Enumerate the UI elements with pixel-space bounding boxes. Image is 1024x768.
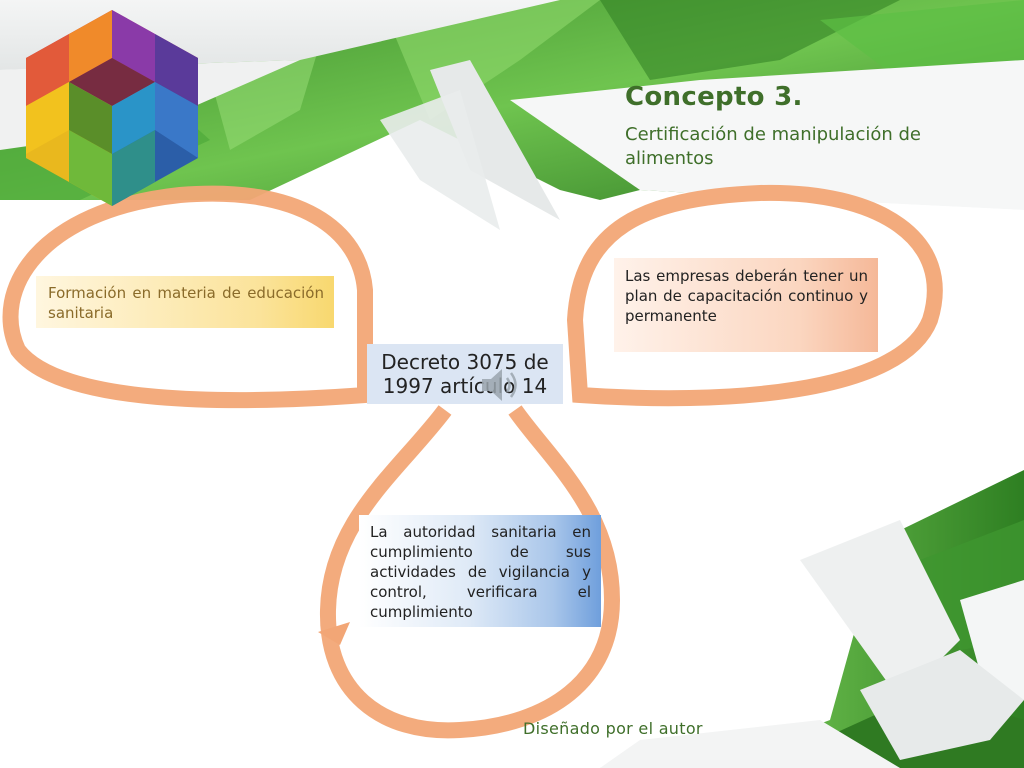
- cube-logo-icon: [26, 10, 198, 206]
- concept-box-companies: Las empresas deberán tener un plan de ca…: [614, 258, 878, 352]
- concept-box-training: Formación en materia de educación sanita…: [36, 276, 334, 328]
- slide-subtitle: Certificación de manipulación de aliment…: [625, 124, 922, 169]
- speaker-icon[interactable]: [478, 362, 524, 408]
- slide-title: Concepto 3.: [625, 82, 803, 112]
- concept-box-authority: La autoridad sanitaria en cumplimiento d…: [359, 515, 601, 627]
- footer-credit: Diseñado por el autor: [523, 719, 703, 738]
- center-decree-box: Decreto 3075 de 1997 artículo 14: [367, 344, 563, 404]
